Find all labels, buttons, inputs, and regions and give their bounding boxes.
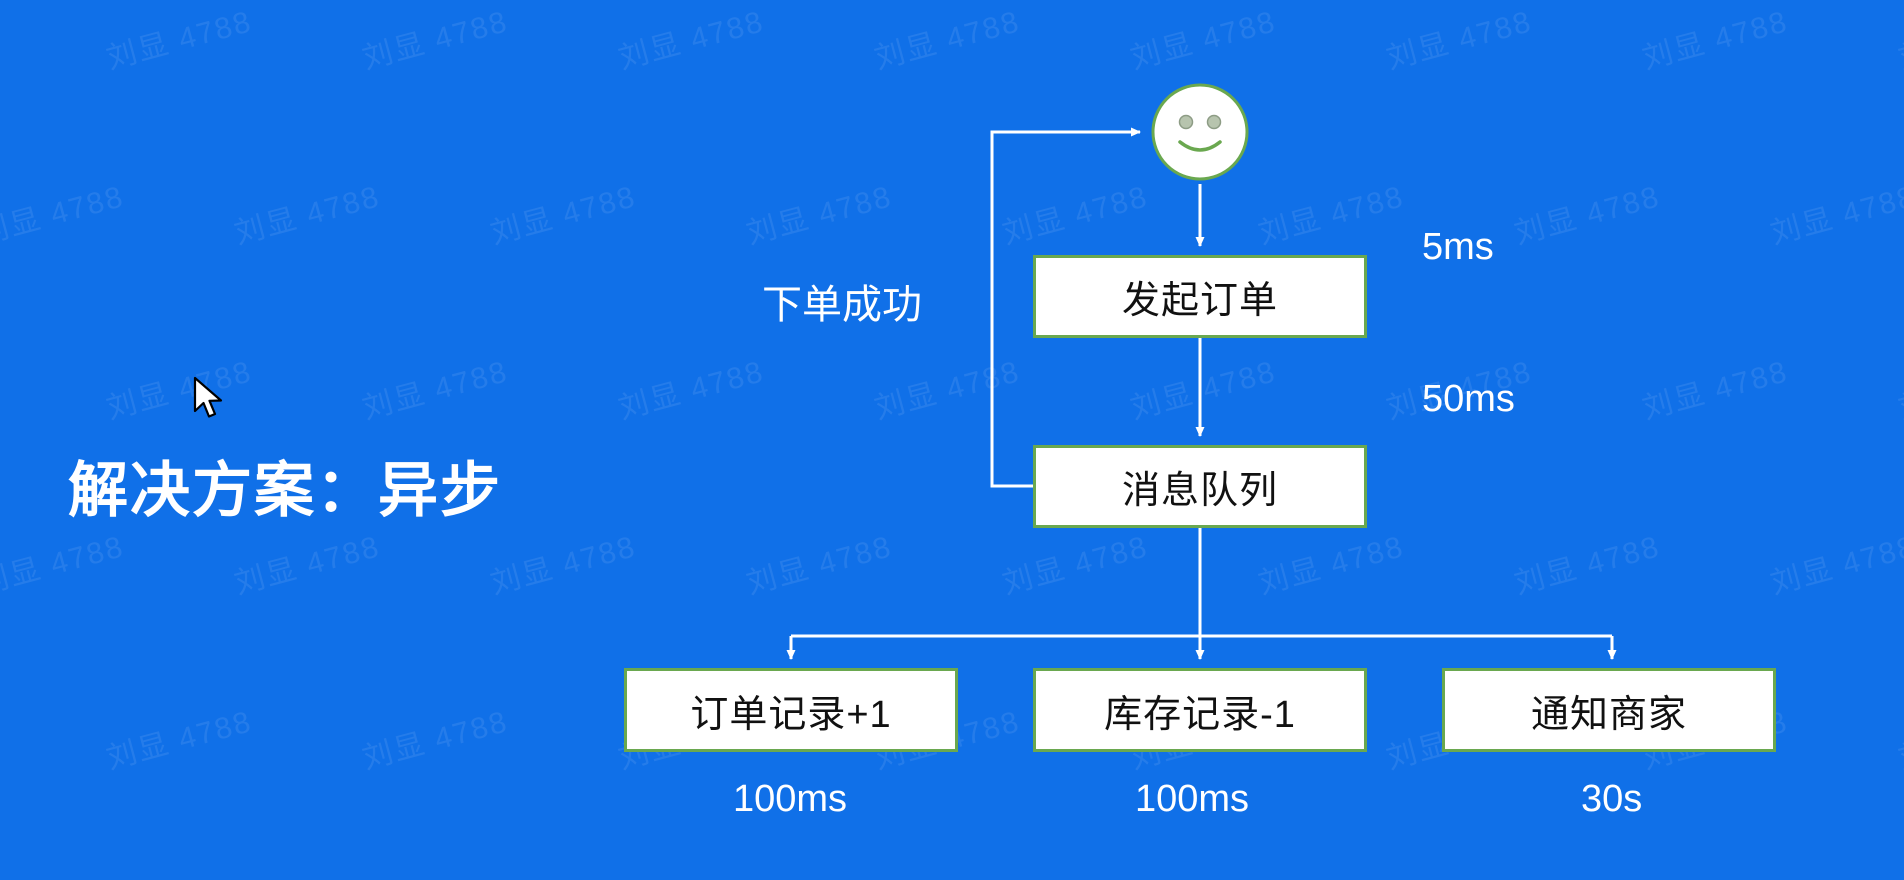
watermark-text: 刘显 4788 xyxy=(1893,0,1904,78)
smiley-face-icon[interactable] xyxy=(1150,82,1250,182)
watermark-text: 刘显 4788 xyxy=(1509,871,1664,880)
watermark-text: 刘显 4788 xyxy=(613,346,768,427)
watermark-text: 刘显 4788 xyxy=(485,171,640,252)
watermark-text: 刘显 4788 xyxy=(357,346,512,427)
edge-label-order-success: 下单成功 xyxy=(762,283,922,327)
watermark-text: 刘显 4788 xyxy=(0,871,128,880)
node-place-order[interactable]: 发起订单 xyxy=(1033,255,1367,338)
smiley-mouth xyxy=(1178,140,1222,152)
watermark-text: 刘显 4788 xyxy=(997,171,1152,252)
node-stock-record[interactable]: 库存记录-1 xyxy=(1033,668,1367,752)
watermark-text: 刘显 4788 xyxy=(1253,871,1408,880)
page-title: 解决方案：异步 xyxy=(68,457,502,524)
node-place-order-label: 发起订单 xyxy=(1121,280,1278,322)
watermark-text: 刘显 4788 xyxy=(101,346,256,427)
node-order-record-label: 订单记录+1 xyxy=(690,693,892,736)
latency-stock-record: 100ms xyxy=(1135,778,1250,820)
watermark-text: 刘显 4788 xyxy=(229,171,384,252)
watermark-text: 刘显 4788 xyxy=(869,0,1024,78)
watermark-text: 刘显 4788 xyxy=(1253,521,1408,602)
watermark-text: 刘显 4788 xyxy=(359,705,512,776)
watermark-text: 刘显 4788 xyxy=(1637,346,1792,427)
watermark-text: 刘显 4788 xyxy=(103,705,256,776)
watermark-text: 刘显 4788 xyxy=(229,521,384,602)
watermark-text: 刘显 4788 xyxy=(101,0,256,78)
watermark-text: 刘显 4788 xyxy=(1765,171,1904,252)
watermark-text: 刘显 4788 xyxy=(1253,171,1408,252)
latency-message-queue: 50ms xyxy=(1422,378,1515,420)
node-order-record[interactable]: 订单记录+1 xyxy=(624,668,958,752)
watermark-text: 刘显 4788 xyxy=(1765,871,1904,880)
watermark-text: 刘显 4788 xyxy=(485,871,640,880)
watermark-text: 刘显 4788 xyxy=(229,871,384,880)
mouse-pointer-icon xyxy=(193,376,223,418)
node-stock-record-label: 库存记录-1 xyxy=(1104,693,1296,736)
node-notify-seller-label: 通知商家 xyxy=(1530,693,1687,736)
watermark-text: 刘显 4788 xyxy=(0,521,128,602)
watermark-text: 刘显 4788 xyxy=(485,521,640,602)
smiley-right-eye xyxy=(1206,114,1222,130)
node-message-queue[interactable]: 消息队列 xyxy=(1033,445,1367,528)
watermark-text: 刘显 4788 xyxy=(613,0,768,78)
watermark-text: 刘显 4788 xyxy=(1893,346,1904,427)
watermark-text: 刘显 4788 xyxy=(741,521,896,602)
watermark-text: 刘显 4788 xyxy=(1895,705,1904,776)
watermark-text: 刘显 4788 xyxy=(1509,171,1664,252)
watermark-text: 刘显 4788 xyxy=(997,521,1152,602)
latency-order-record: 100ms xyxy=(733,778,848,820)
latency-notify-seller: 30s xyxy=(1581,778,1643,820)
watermark-text: 刘显 4788 xyxy=(357,0,512,78)
watermark-text: 刘显 4788 xyxy=(741,871,896,880)
watermark-text: 刘显 4788 xyxy=(1765,521,1904,602)
watermark-text: 刘显 4788 xyxy=(1509,521,1664,602)
watermark-text: 刘显 4788 xyxy=(1381,0,1536,78)
watermark-text: 刘显 4788 xyxy=(1637,0,1792,78)
watermark-text: 刘显 4788 xyxy=(1125,0,1280,78)
smiley-left-eye xyxy=(1178,114,1194,130)
node-message-queue-label: 消息队列 xyxy=(1121,470,1278,512)
latency-place-order: 5ms xyxy=(1422,226,1494,268)
watermark-text: 刘显 4788 xyxy=(869,346,1024,427)
watermark-text: 刘显 4788 xyxy=(1125,346,1280,427)
node-notify-seller[interactable]: 通知商家 xyxy=(1442,668,1776,752)
watermark-text: 刘显 4788 xyxy=(997,871,1152,880)
watermark-text: 刘显 4788 xyxy=(0,171,128,252)
watermark-text: 刘显 4788 xyxy=(741,171,896,252)
